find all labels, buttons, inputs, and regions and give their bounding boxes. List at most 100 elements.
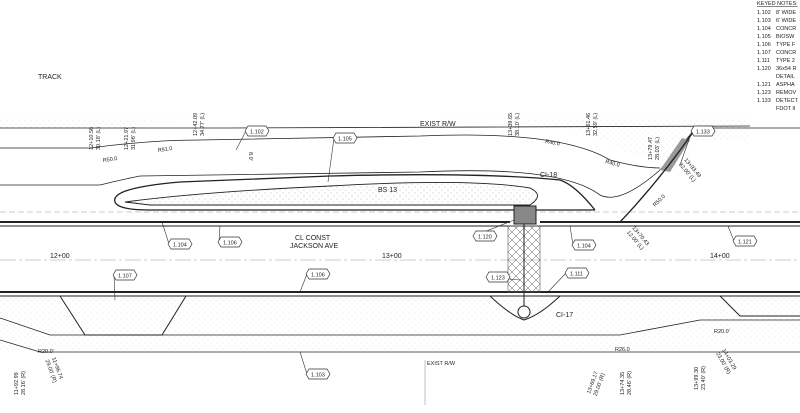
radius-r40b: R40.0 xyxy=(604,159,620,169)
keyed-note-tag-1-104: 1.104 xyxy=(569,225,597,251)
station-value: 13+39.65 xyxy=(508,113,514,136)
driveway-right xyxy=(719,295,800,317)
radius-curb xyxy=(619,127,697,223)
tag-label: 1.104 xyxy=(577,243,591,249)
exist-rw-line-top xyxy=(0,125,751,129)
keyed-note-text: CONCR xyxy=(776,50,796,56)
sidewalk-bottom-front xyxy=(0,317,800,336)
offset-value: 38.10' (L) xyxy=(515,113,521,136)
keyed-note-tag-1-105: 1.105 xyxy=(327,132,358,183)
keyed-note-code: 1.105 xyxy=(757,34,771,40)
keyed-note-tag-1-106: 1.106 xyxy=(217,225,243,248)
keyed-notes-background xyxy=(754,0,800,116)
top-grass-area xyxy=(0,118,750,161)
keyed-note-text: TYPE 2 xyxy=(776,58,795,64)
station-value: 13+61.46 xyxy=(586,113,592,136)
radius-r26: R26.0 xyxy=(615,347,630,353)
tag-label: 1.103 xyxy=(311,372,325,378)
tag-label: 1.104 xyxy=(173,242,187,248)
radius-r50b: R50.0 xyxy=(652,194,667,209)
tag-label: 1.106 xyxy=(311,272,325,278)
keyed-note-text: 36x54 R xyxy=(776,66,797,72)
offset-value: 34.77' (L) xyxy=(200,113,206,136)
offset-value: 32.59' (L) xyxy=(593,113,599,136)
exist-rw-label-bottom: EXIST R/W xyxy=(427,361,456,367)
track-label: TRACK xyxy=(38,74,62,81)
tag-label: 1.120 xyxy=(478,234,492,240)
radius-r50a: R50.0 xyxy=(102,156,117,164)
ci17-label: CI-17 xyxy=(556,312,573,319)
keyed-note-tag-1-107: 1.107 xyxy=(112,269,138,301)
keyed-note-code: 1.106 xyxy=(757,42,771,48)
tag-label: 1.106 xyxy=(223,240,237,246)
exist-rw-line-bottom xyxy=(0,339,800,353)
offset-value: 31.98' (L) xyxy=(131,127,137,150)
keyed-note-text: 8' WIDE xyxy=(776,10,796,16)
cl-const-label: CL CONST xyxy=(295,235,331,242)
ci18-label: CI-18 xyxy=(540,172,557,179)
keyed-note-text-2: DETAIL xyxy=(776,74,795,80)
keyed-note-tag-1-121: 1.121 xyxy=(727,225,758,247)
tag-label: 1.105 xyxy=(338,136,352,142)
keyed-note-tag-1-103: 1.103 xyxy=(299,351,331,380)
inlet-ci18 xyxy=(513,205,537,225)
island-curb xyxy=(114,174,596,211)
tag-label: 1.107 xyxy=(118,273,132,279)
keyed-note-text-2: FDOT II xyxy=(776,106,796,112)
offset-value: 23.40' (R) xyxy=(701,366,707,390)
radius-r20b: R20.0' xyxy=(714,329,730,335)
keyed-note-text: DETECT xyxy=(776,98,799,104)
offset-value: 28.16' (R) xyxy=(21,371,27,395)
tag-label: 1.111 xyxy=(570,271,583,277)
sidewalk-back xyxy=(0,134,661,169)
station-13-00: 13+00 xyxy=(382,253,402,260)
keyed-notes: KEYED NOTES: 1.102 8' WIDE 1.103 6' WIDE 1.1… xyxy=(754,0,800,116)
bottom-grass-area xyxy=(0,296,800,350)
offset-value: 28.46' (R) xyxy=(627,371,633,395)
keyed-note-tag-1-133: 1.133 xyxy=(679,125,716,166)
station-value: 13+99.30 xyxy=(694,367,700,390)
radius-r40a: R40.0 xyxy=(545,139,561,147)
station-14-00: 14+00 xyxy=(710,253,730,260)
keyed-note-text: CONCR xyxy=(776,26,796,32)
keyed-note-code: 1.107 xyxy=(757,50,771,56)
keyed-note-text: REMOV xyxy=(776,90,797,96)
keyed-note-tag-1-102: 1.102 xyxy=(235,125,270,151)
jackson-ave-label: JACKSON AVE xyxy=(290,243,338,250)
station-value: 13+79.47 xyxy=(648,137,654,160)
keyed-note-code: 1.121 xyxy=(757,82,771,88)
keyed-note-code: 1.103 xyxy=(757,18,771,24)
keyed-note-code: 1.133 xyxy=(757,98,771,104)
keyed-note-text: TYPE F xyxy=(776,42,796,48)
keyed-notes-title: KEYED NOTES: xyxy=(757,1,798,7)
basin-label: BS 13 xyxy=(378,187,397,194)
keyed-note-code: 1.102 xyxy=(757,10,771,16)
tag-label: 1.133 xyxy=(696,129,710,135)
keyed-note-code: 1.104 xyxy=(757,26,771,32)
radius-r91: R91.0 xyxy=(157,146,172,154)
keyed-note-text: 6' WIDE xyxy=(776,18,796,24)
keyed-note-tag-1-106: 1.106 xyxy=(299,268,331,293)
tag-label: 1.102 xyxy=(250,129,264,135)
sidewalk-front xyxy=(0,127,800,198)
keyed-note-tag-1-104: 1.104 xyxy=(161,221,193,250)
radius-r20a: R20.0' xyxy=(38,349,54,355)
station-value: 12+21.97 xyxy=(124,127,130,150)
station-value: 12+42.09 xyxy=(193,113,199,136)
tag-label: 1.123 xyxy=(491,275,505,281)
offset-value: 30.18' (L) xyxy=(96,127,102,150)
station-value: 11+92.99 xyxy=(14,372,20,395)
